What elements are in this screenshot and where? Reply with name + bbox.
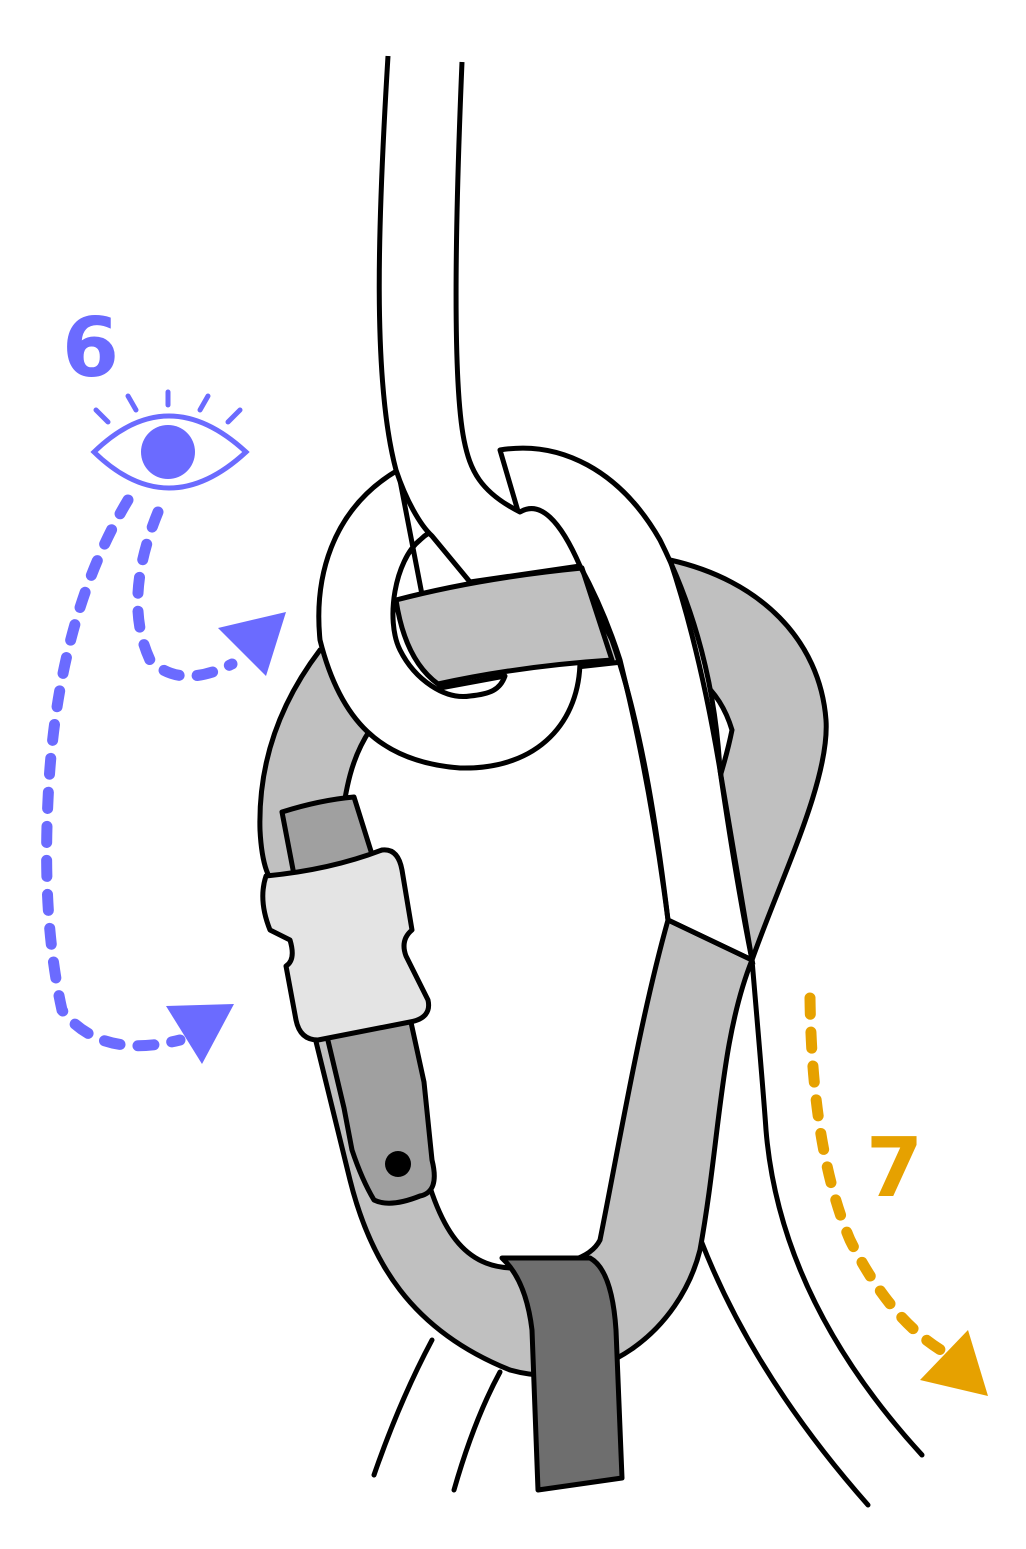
trailing-rope-strands xyxy=(371,957,925,1508)
gate-rivet xyxy=(385,1151,411,1177)
rope-loop xyxy=(316,445,755,963)
rope-tail xyxy=(577,559,756,965)
carabiner xyxy=(257,557,829,1378)
eye-icon xyxy=(90,389,250,491)
dashed-arrow-long xyxy=(41,494,186,1052)
arrowhead-long xyxy=(166,1004,234,1064)
rope-standing-part xyxy=(376,55,583,585)
rope xyxy=(316,55,756,965)
step-6-number: 6 xyxy=(62,301,119,396)
sling xyxy=(499,1255,625,1493)
step-7-number: 7 xyxy=(866,1121,923,1216)
step-7-annotation: 7 xyxy=(804,992,988,1396)
step-6-annotation: 6 xyxy=(41,301,286,1064)
locking-sleeve xyxy=(260,847,432,1043)
dashed-arrow-short xyxy=(132,506,238,682)
arrowhead-short xyxy=(218,612,286,676)
dashed-arrow-step-7 xyxy=(804,992,950,1358)
arrow-down-icon xyxy=(920,1330,988,1396)
